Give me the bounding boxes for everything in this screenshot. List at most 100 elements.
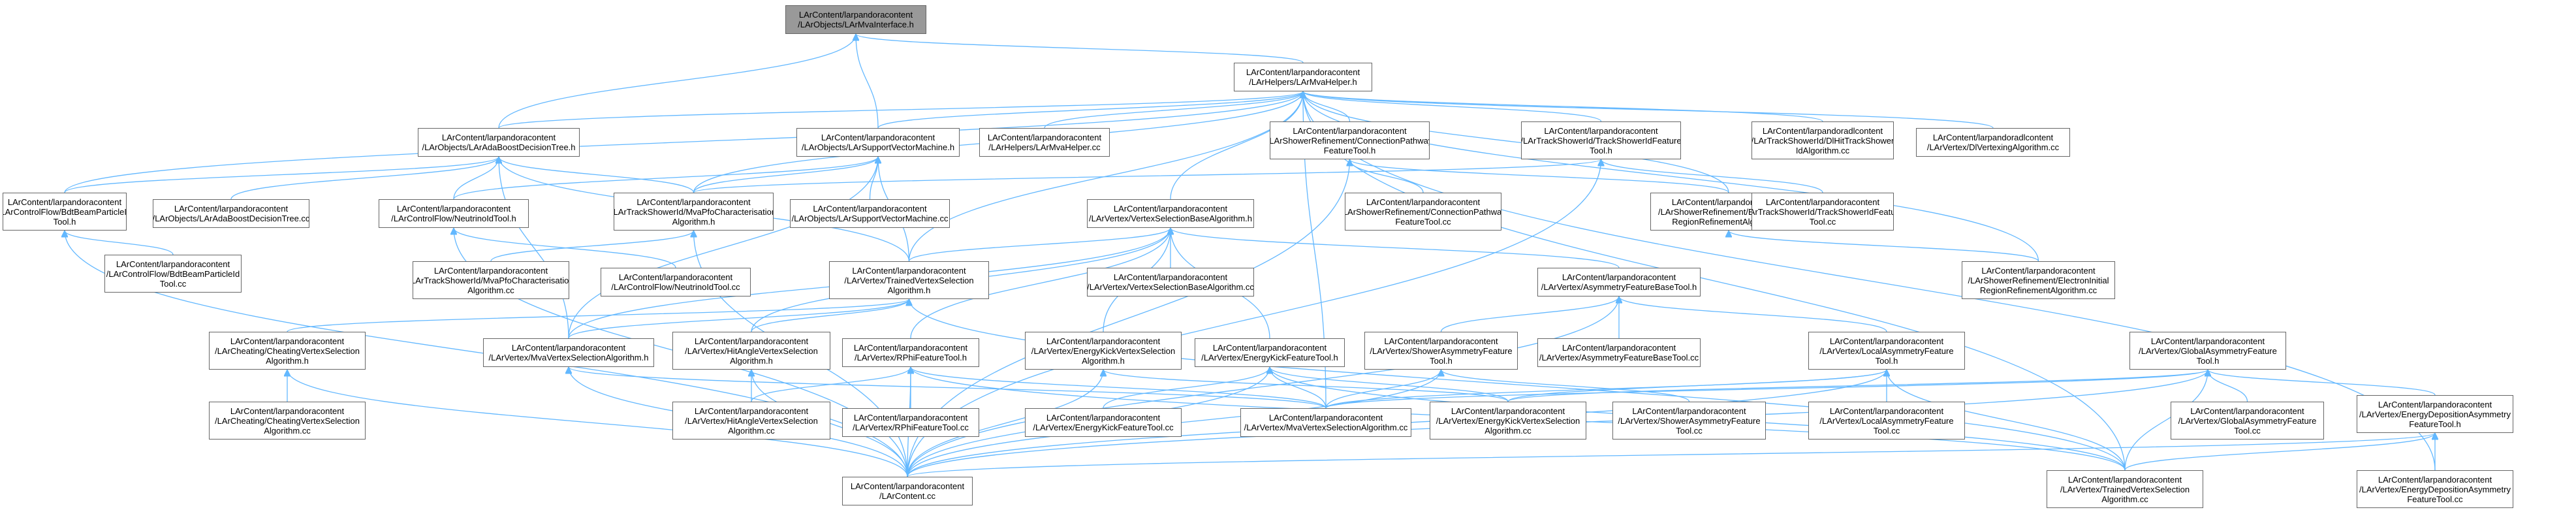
file-node[interactable]: LArContent/larpandoracontent/LArObjects/… [790, 199, 950, 228]
file-node-label-line: LArContent/larpandoracontent [1544, 125, 1658, 136]
file-node-label-line: /LArVertex/ShowerAsymmetryFeature [1618, 415, 1761, 426]
dependency-edge [287, 370, 908, 477]
file-node-label-line: LArContent/larpandoracontent [1765, 197, 1880, 207]
file-node[interactable]: LArContent/larpandoracontent/LArVertex/E… [1025, 332, 1182, 370]
file-node[interactable]: LArContent/larpandoracontent/LArVertex/H… [672, 332, 830, 370]
file-node-label-line: LArContent/larpandoracontent [1981, 265, 2096, 276]
file-node-label-line: /LArVertex/TrainedVertexSelection [2060, 484, 2190, 494]
file-node[interactable]: LArContent/larpandoracontent/LArVertex/A… [1537, 338, 1701, 367]
file-node-label-line: LArContent/larpandoradlcontent [1932, 133, 2054, 142]
file-node-label-line: /LArObjects/LArAdaBoostDecisionTree.h [422, 142, 576, 152]
file-node[interactable]: LArContent/larpandoracontent/LArVertex/S… [1364, 332, 1518, 370]
file-node[interactable]: LArContent/larpandoradlcontent/LArVertex… [1916, 128, 2070, 157]
file-node[interactable]: LArContent/larpandoracontent/LArVertex/H… [672, 402, 830, 440]
dependency-edge [2208, 369, 2436, 396]
file-node[interactable]: LArContent/larpandoracontent/LArVertex/E… [1195, 338, 1345, 367]
file-node[interactable]: LArContent/larpandoracontent/LArContent.… [842, 477, 973, 505]
file-node-label-line: LArContent/larpandoracontent [511, 343, 626, 353]
file-node-label-line: /LArVertex/MvaVertexSelectionAlgorithm.h [488, 353, 649, 362]
file-node-label-line: LArContent/larpandoracontent [1246, 67, 1360, 77]
file-node-label-line: Tool.cc [2234, 425, 2261, 436]
file-node[interactable]: LArContent/larpandoracontent/LArObjects/… [153, 199, 309, 228]
file-node-label-line: /LArVertex/VertexSelectionBaseAlgorithm.… [1087, 282, 1254, 292]
file-node[interactable]: LArContent/larpandoracontent/LArVertex/M… [1240, 408, 1411, 437]
dependency-edge [1601, 159, 1823, 193]
file-node[interactable]: LArContent/larpandoracontent/LArVertex/T… [829, 261, 989, 299]
dependency-edge [908, 227, 1171, 262]
file-node[interactable]: LArContent/larpandoracontent/LArControlF… [3, 193, 127, 231]
file-node-label-line: LArContent/larpandoracontent [2190, 406, 2304, 416]
dependency-edge [877, 91, 1303, 129]
dependency-edge [1440, 296, 1620, 332]
file-node-label-line: LArContent/larpandoracontent [694, 406, 809, 416]
file-node[interactable]: LArContent/larpandoracontent/LArTrackSho… [614, 193, 774, 231]
file-node-label-line: /LArContent.cc [879, 491, 935, 501]
file-node-label-line: LArContent/larpandoradlcontent [1762, 125, 1883, 136]
file-node[interactable]: LArContent/larpandoracontent/LArVertex/L… [1808, 402, 1965, 440]
file-node[interactable]: LArContent/larpandoracontent/LArVertex/V… [1087, 268, 1254, 296]
file-node[interactable]: LArContent/larpandoracontent/LArVertex/G… [2129, 332, 2286, 370]
dependency-edge [568, 157, 878, 339]
file-node-label-line: Algorithm.cc [2101, 494, 2148, 504]
file-node[interactable]: LArContent/larpandoracontent/LArControlF… [379, 199, 529, 228]
file-node[interactable]: LArContent/larpandoracontent/LArShowerRe… [1962, 261, 2115, 299]
file-node-label-line: LArContent/larpandoracontent [441, 133, 556, 142]
file-node-label-line: LArContent/larpandoracontent [1829, 406, 1944, 416]
file-node-label-line: Algorithm.h [672, 216, 715, 227]
file-node[interactable]: LArContent/larpandoracontent/LArControlF… [104, 255, 242, 293]
file-node[interactable]: LArContent/larpandoradlcontent/LArTrackS… [1751, 121, 1894, 159]
file-node[interactable]: LArContent/larpandoracontent/LArCheating… [209, 402, 366, 440]
file-node[interactable]: LArContent/larpandoracontent/LArTrackSho… [413, 261, 569, 299]
dependency-edge [911, 366, 1327, 409]
file-node-label-line: /LArObjects/LArSupportVectorMachine.cc [791, 214, 949, 223]
file-node[interactable]: LArContent/larpandoracontent/LArVertex/L… [1808, 332, 1965, 370]
file-node[interactable]: LArContent/larpandoracontent/LArObjects/… [796, 128, 960, 157]
dependency-edge [909, 299, 2126, 471]
file-node-label-line: /LArVertex/HitAngleVertexSelection [685, 415, 818, 426]
file-node-label-line: /LArVertex/EnergyKickVertexSelection [1031, 345, 1176, 356]
file-node[interactable]: LArContent/larpandoracontent/LArVertex/R… [842, 408, 979, 437]
file-node-label-line: /LArControlFlow/BdtBeamParticleId [106, 268, 240, 279]
file-node-label-line: RegionRefinementAlgorithm.cc [1979, 285, 2097, 295]
file-node[interactable]: LArContent/larpandoracontent/LArTrackSho… [1521, 121, 1681, 159]
file-node[interactable]: LArContent/larpandoracontent/LArVertex/M… [483, 338, 654, 367]
file-node[interactable]: LArContent/larpandoracontent/LArVertex/E… [2357, 470, 2513, 508]
file-node[interactable]: LArContent/larpandoracontent/LArObjects/… [418, 128, 580, 157]
file-node[interactable]: LArContent/larpandoracontent/LArCheating… [209, 332, 366, 370]
file-node[interactable]: LArContent/larpandoracontent/LArHelpers/… [1234, 63, 1372, 91]
file-node[interactable]: LArContent/larpandoracontent/LArVertex/E… [1025, 408, 1182, 437]
file-node-label-line: LArContent/larpandoracontent [1384, 336, 1498, 346]
file-node-label-line: /LArVertex/GlobalAsymmetryFeature [2139, 345, 2277, 356]
file-node[interactable]: LArContent/larpandoracontent/LArHelpers/… [979, 128, 1110, 157]
file-node[interactable]: LArContent/larpandoracontent/LArVertex/E… [1430, 402, 1586, 440]
file-node-label-line: /LArVertex/EnergyDepositionAsymmetry [2359, 484, 2511, 494]
file-node[interactable]: LArContent/larpandoracontent/LArVertex/T… [2047, 470, 2203, 508]
file-node-label-line: /LArVertex/AsymmetryFeatureBaseTool.h [1541, 282, 1697, 292]
file-node[interactable]: LArContent/larpandoracontent/LArVertex/A… [1537, 268, 1701, 296]
file-node-label-line: /LArTrackShowerId/MvaPfoCharacterisation [614, 206, 774, 217]
file-node[interactable]: LArContent/larpandoracontent/LArShowerRe… [1270, 121, 1430, 159]
dependency-edge [1619, 296, 1887, 332]
file-node-label-line: LArContent/larpandoracontent [1046, 413, 1161, 423]
file-node-label-line: LArContent/larpandoracontent [853, 413, 968, 423]
file-node-label-line: Algorithm.cc [1484, 425, 1531, 436]
file-node[interactable]: LArContent/larpandoracontent/LArVertex/E… [2357, 395, 2513, 433]
file-node-label-line: LArContent/larpandoracontent [433, 265, 548, 276]
dependency-edge [287, 298, 909, 332]
file-node-label-line: /LArVertex/ShowerAsymmetryFeature [1370, 345, 1513, 356]
file-node-label-line: Algorithm.h [266, 355, 309, 366]
file-node[interactable]: LArContent/larpandoracontent/LArVertex/G… [2171, 402, 2324, 440]
file-node-label-line: LArContent/larpandoracontent [2067, 474, 2182, 485]
file-node[interactable]: LArContent/larpandoracontent/LArTrackSho… [1751, 193, 1894, 231]
file-node[interactable]: LArContent/larpandoracontent/LArVertex/V… [1087, 199, 1254, 228]
file-node[interactable]: LArContent/larpandoracontent/LArControlF… [601, 268, 751, 296]
file-node-label-line: /LArVertex/LocalAsymmetryFeature [1819, 415, 1954, 426]
root-file-node[interactable]: LArContent/larpandoracontent/LArObjects/… [785, 5, 926, 34]
file-node[interactable]: LArContent/larpandoracontent/LArVertex/R… [842, 338, 979, 367]
file-node-label-line: LArContent/larpandoracontent [798, 10, 913, 20]
file-node[interactable]: LArContent/larpandoracontent/LArVertex/S… [1612, 402, 1766, 440]
dependency-edge [1507, 369, 2208, 402]
dependency-edge [2208, 369, 2248, 402]
file-node[interactable]: LArContent/larpandoracontent/LArShowerRe… [1345, 193, 1501, 231]
file-node-label-line: /LArShowerRefinement/ElectronInitial [1968, 275, 2109, 285]
